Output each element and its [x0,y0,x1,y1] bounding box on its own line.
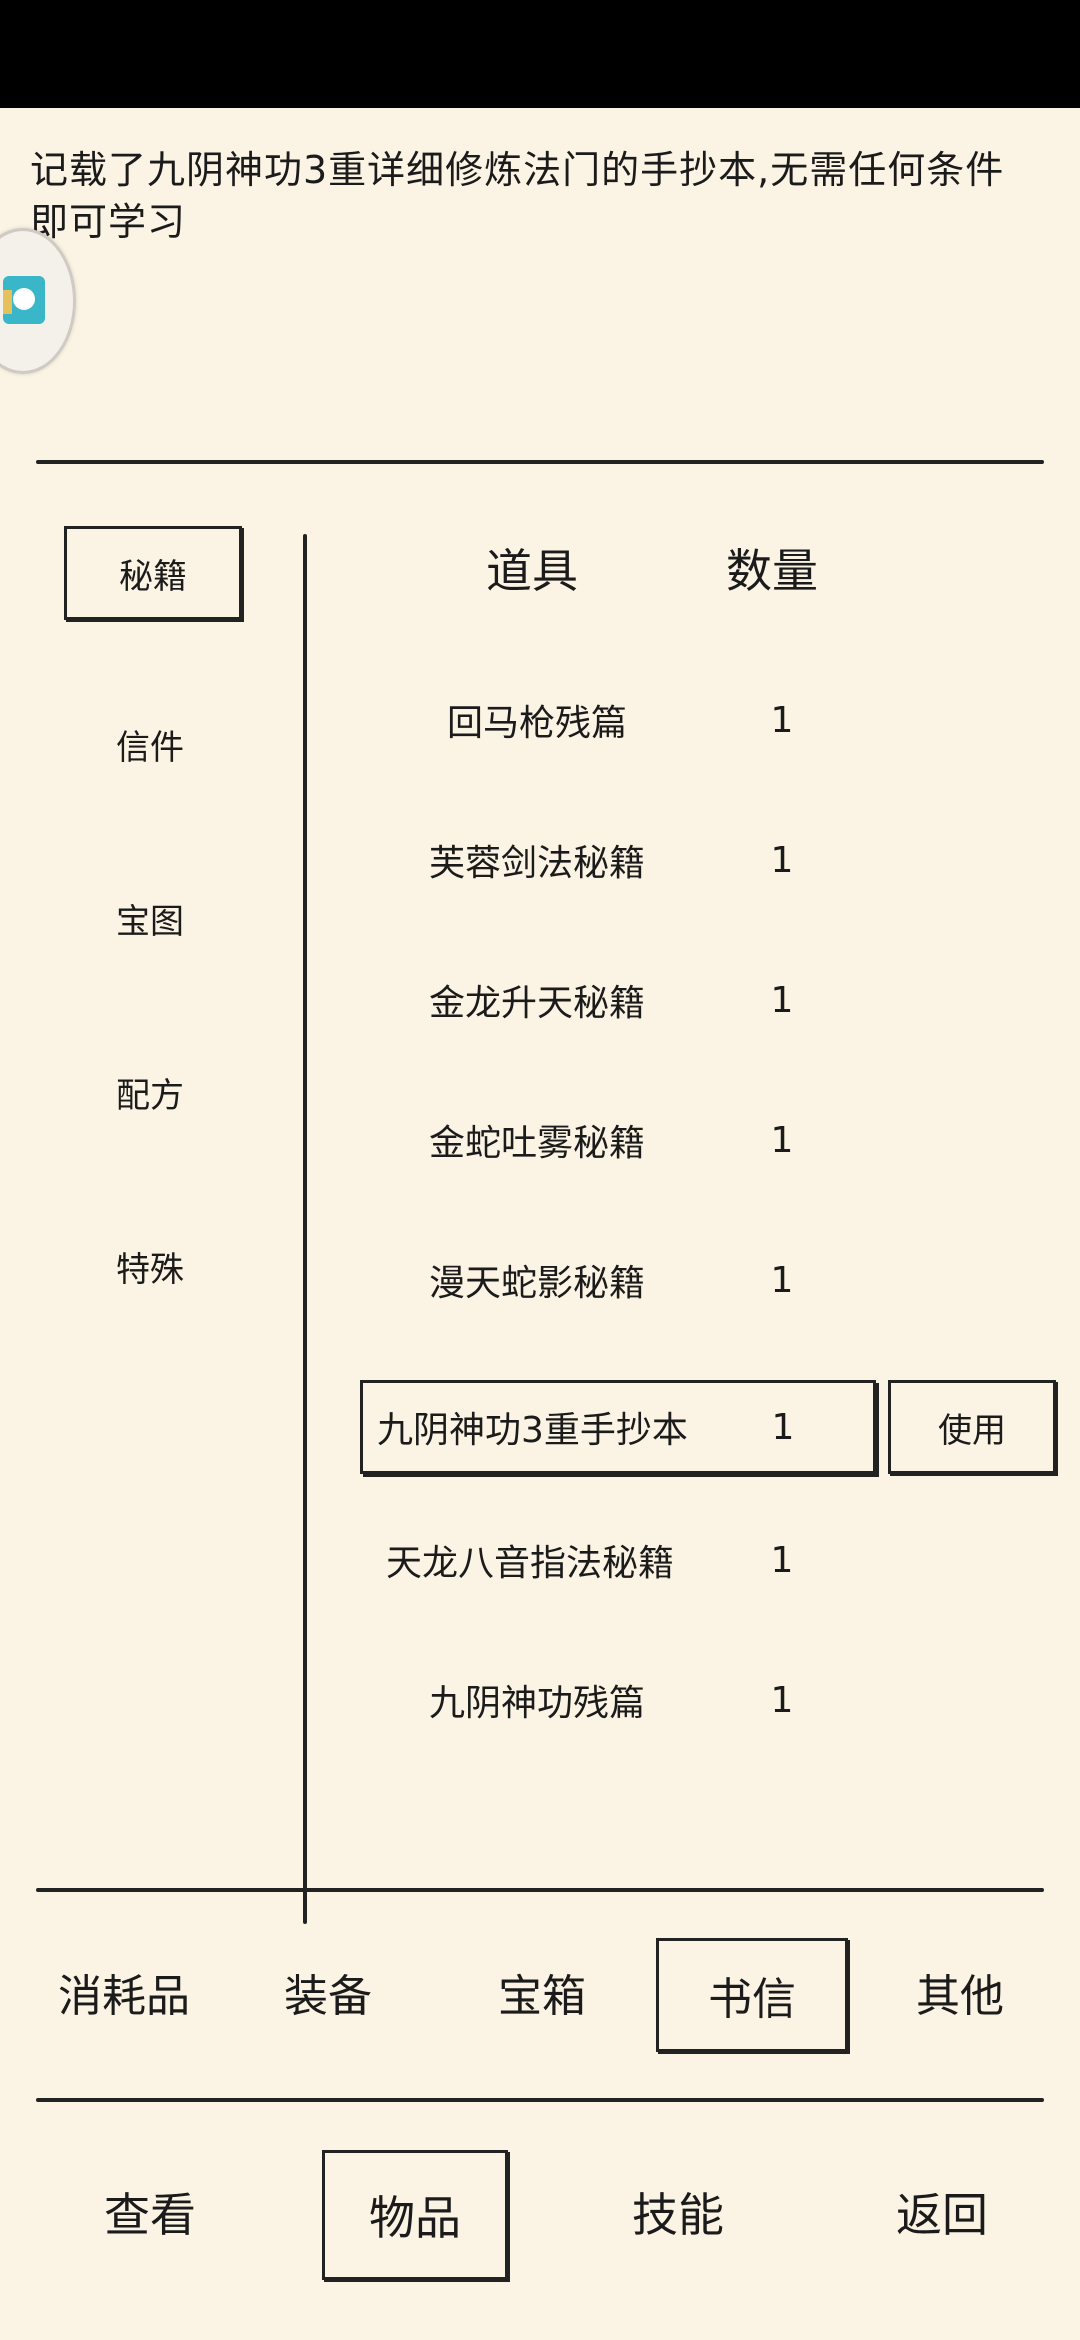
category-tab-equipment[interactable]: 装备 [258,1938,398,2046]
nav-tab-view[interactable]: 查看 [80,2150,220,2274]
item-count: 1 [770,1539,794,1581]
category-tab-label: 书信 [708,1974,796,2025]
side-tab-label: 特殊 [116,1249,184,1290]
category-tab-label: 装备 [284,1971,372,2022]
nav-tab-skills[interactable]: 技能 [608,2150,748,2274]
item-row[interactable]: 漫天蛇影秘籍 1 [362,1238,872,1322]
category-tab-label: 宝箱 [498,1971,586,2022]
divider-top [36,460,1044,464]
nav-tab-items[interactable]: 物品 [322,2150,508,2280]
category-tab-other[interactable]: 其他 [890,1938,1030,2046]
item-row[interactable]: 回马枪残篇 1 [362,678,872,762]
side-tab-label: 信件 [116,727,184,768]
item-row[interactable]: 金龙升天秘籍 1 [362,958,872,1042]
category-tab-letters[interactable]: 书信 [656,1938,848,2052]
side-tab-special[interactable]: 特殊 [64,1222,236,1310]
nav-tab-label: 查看 [104,2188,196,2242]
item-count: 1 [771,1406,795,1448]
item-row[interactable]: 芙蓉剑法秘籍 1 [362,818,872,902]
item-count: 1 [770,1259,794,1301]
item-name: 金蛇吐雾秘籍 [428,1123,645,1164]
side-tab-treasure-maps[interactable]: 宝图 [64,874,236,962]
side-tab-label: 宝图 [116,901,184,942]
item-count: 1 [770,979,794,1021]
nav-tab-back[interactable]: 返回 [872,2150,1012,2274]
category-tab-label: 消耗品 [58,1971,190,2022]
category-tab-chests[interactable]: 宝箱 [472,1938,612,2046]
side-tab-label: 配方 [116,1075,184,1116]
item-count: 1 [770,699,794,741]
item-description: 记载了九阴神功3重详细修炼法门的手抄本,无需任何条件即可学习 [30,148,1005,244]
category-tab-consumables[interactable]: 消耗品 [44,1938,204,2046]
side-tab-recipes[interactable]: 配方 [64,1048,236,1136]
item-name: 漫天蛇影秘籍 [428,1263,645,1304]
header-count: 数量 [726,544,818,598]
item-name: 九阴神功残篇 [428,1683,645,1724]
side-tab-letters[interactable]: 信件 [64,700,236,788]
item-row-selected[interactable]: 九阴神功3重手抄本 1 [360,1380,876,1474]
item-name: 回马枪残篇 [446,703,627,744]
item-name: 天龙八音指法秘籍 [386,1543,675,1584]
status-bar [0,0,1080,108]
item-row[interactable]: 金蛇吐雾秘籍 1 [362,1098,872,1182]
nav-tab-label: 返回 [896,2188,988,2242]
item-name: 金龙升天秘籍 [428,983,645,1024]
column-divider [303,534,307,1924]
nav-tab-label: 物品 [369,2191,461,2245]
item-name: 九阴神功3重手抄本 [377,1410,688,1451]
use-button[interactable]: 使用 [888,1380,1056,1474]
item-count: 1 [770,1119,794,1161]
side-tab-secret-books[interactable]: 秘籍 [64,526,242,620]
app-shortcut-icon [3,276,45,324]
nav-tab-label: 技能 [632,2188,724,2242]
divider-bottom [36,2098,1044,2102]
header-item: 道具 [486,544,578,598]
inventory-screen: 记载了九阴神功3重详细修炼法门的手抄本,无需任何条件即可学习 秘籍 信件 宝图 … [0,108,1080,2340]
floating-assistant-button[interactable] [0,228,76,374]
item-name: 芙蓉剑法秘籍 [428,843,645,884]
side-tab-label: 秘籍 [119,556,187,597]
item-row[interactable]: 天龙八音指法秘籍 1 [362,1518,872,1602]
item-count: 1 [770,1679,794,1721]
item-row[interactable]: 九阴神功残篇 1 [362,1658,872,1742]
item-count: 1 [770,839,794,881]
divider-middle [36,1888,1044,1892]
category-tab-label: 其他 [916,1971,1004,2022]
